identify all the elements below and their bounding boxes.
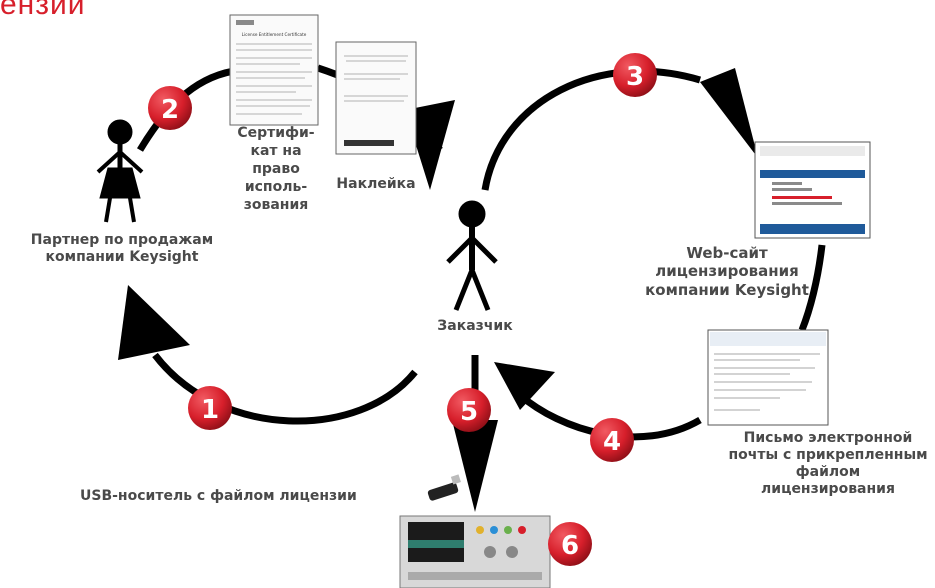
step-number-1: 1 xyxy=(201,395,219,425)
certificate-doc-title: License Entitlement Certificate xyxy=(242,32,307,37)
sticker-document xyxy=(335,41,417,155)
partner-person-icon xyxy=(96,119,144,223)
certificate-document: License Entitlement Certificate xyxy=(229,14,319,126)
flow-arc-right-side xyxy=(798,244,826,332)
arrowhead-5 xyxy=(452,420,498,512)
step-number-3: 3 xyxy=(626,62,644,92)
email-label: Письмо электронной почты с прикрепленным… xyxy=(728,430,928,498)
step-badge-5: 5 xyxy=(447,388,491,432)
usb-label: USB-носитель с файлом лицензии xyxy=(80,488,357,504)
flow-arc-right-top xyxy=(481,67,702,191)
website-screenshot xyxy=(754,141,871,239)
partner-label: Партнер по продажам компании Keysight xyxy=(30,232,214,266)
arrowhead-3 xyxy=(700,68,758,158)
step-number-6: 6 xyxy=(561,531,579,561)
website-label: Web-сайт лицензирования компании Keysigh… xyxy=(645,244,809,299)
arrowhead-1 xyxy=(118,285,190,360)
step-badge-2: 2 xyxy=(148,86,192,130)
step-badge-3: 3 xyxy=(613,53,657,97)
customer-label: Заказчик xyxy=(437,318,513,334)
usb-stick-icon xyxy=(427,474,461,501)
arrowhead-2 xyxy=(405,100,455,190)
customer-person-icon xyxy=(446,200,498,311)
flow-arc-left xyxy=(152,352,418,425)
certificate-label: Сертифи-кат на право исполь-зования xyxy=(237,125,315,213)
arrowhead-4 xyxy=(494,362,555,410)
step-badge-4: 4 xyxy=(590,418,634,462)
email-screenshot xyxy=(707,329,829,426)
oscilloscope-icon xyxy=(399,515,551,588)
step-badge-1: 1 xyxy=(188,386,232,430)
step-number-5: 5 xyxy=(460,397,478,427)
step-badge-6: 6 xyxy=(548,522,592,566)
flow-arc-left-upper xyxy=(136,66,241,152)
step-number-4: 4 xyxy=(603,427,621,457)
sticker-label: Наклейка xyxy=(336,176,416,192)
step-number-2: 2 xyxy=(161,95,179,125)
page-heading: ензии xyxy=(0,0,86,21)
